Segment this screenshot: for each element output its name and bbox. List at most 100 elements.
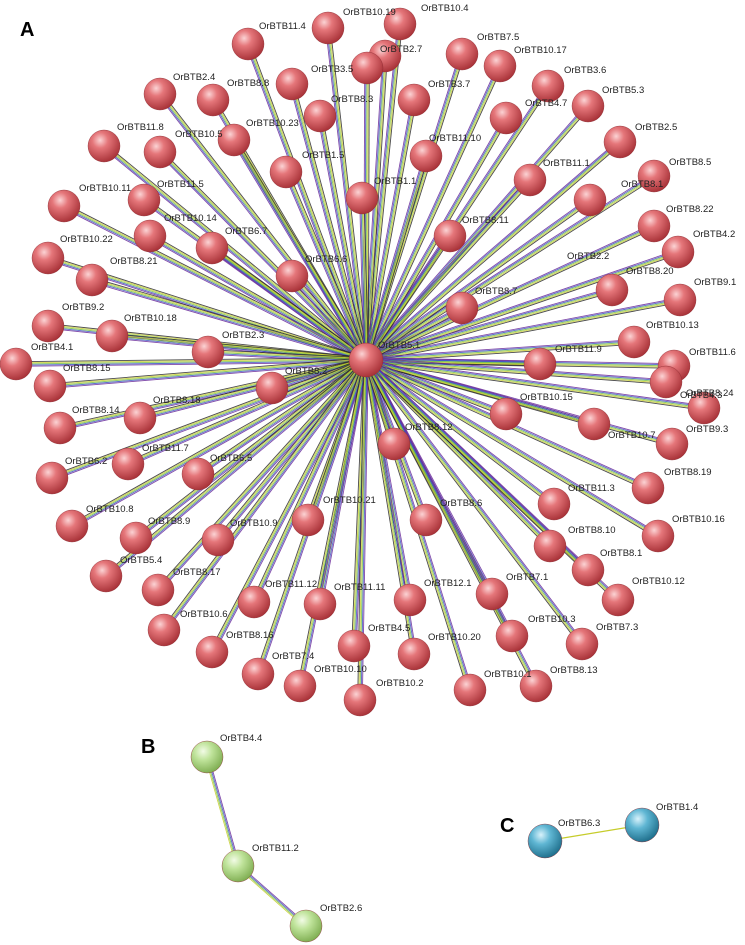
- node-orbtb8-1[interactable]: [571, 553, 605, 587]
- node-orbtb7-5[interactable]: [445, 37, 479, 71]
- node-orbtb10-4[interactable]: [383, 7, 417, 41]
- node-orbtb10-10[interactable]: [283, 669, 317, 703]
- node-orbtb10-15[interactable]: [489, 397, 523, 431]
- node-orbtb11-12[interactable]: [237, 585, 271, 619]
- node-orbtb10-22[interactable]: [31, 241, 65, 275]
- node-orbtb8-16[interactable]: [195, 635, 229, 669]
- edge-orbtb5-1-orbtb1-5: [231, 138, 369, 362]
- node-orbtb5-4[interactable]: [89, 559, 123, 593]
- node-orbtb8-14[interactable]: [43, 411, 77, 445]
- node-orbtb7-4[interactable]: [241, 657, 275, 691]
- node-orbtb8-6[interactable]: [409, 503, 443, 537]
- node-orbtb8-13[interactable]: [519, 669, 553, 703]
- node-orbtb9-1[interactable]: [663, 283, 697, 317]
- node-orbtb10-20[interactable]: [397, 637, 431, 671]
- node-orbtb10-16[interactable]: [641, 519, 675, 553]
- node-orbtb8-9[interactable]: [119, 521, 153, 555]
- node-orbtb6-7[interactable]: [195, 231, 229, 265]
- node-orbtb2-6[interactable]: [289, 909, 323, 943]
- node-orbtb10-13[interactable]: [617, 325, 651, 359]
- edge-orbtb5-1-orbtb10-6: [161, 358, 369, 632]
- node-orbtb8-7[interactable]: [445, 291, 479, 325]
- edge-orbtb5-1-orbtb7-3: [363, 358, 585, 646]
- node-orbtb4-2[interactable]: [661, 235, 695, 269]
- node-orbtb11-8[interactable]: [87, 129, 121, 163]
- node-orbtb6-3[interactable]: [527, 823, 563, 859]
- node-orbtb8-20[interactable]: [595, 273, 629, 307]
- edge-orbtb5-1-orbtb4-2: [365, 249, 679, 363]
- node-orbtb10-23[interactable]: [275, 67, 309, 101]
- node-orbtb4-3[interactable]: [649, 365, 683, 399]
- node-orbtb10-17[interactable]: [483, 49, 517, 83]
- node-orbtb8-11[interactable]: [433, 219, 467, 253]
- node-orbtb8-2[interactable]: [255, 371, 289, 405]
- node-label-orbtb8-22: OrBTB8.22: [666, 204, 714, 215]
- node-orbtb11-3[interactable]: [537, 487, 571, 521]
- node-orbtb10-3[interactable]: [495, 619, 529, 653]
- node-orbtb8-24[interactable]: [687, 391, 721, 425]
- node-orbtb2-4[interactable]: [143, 77, 177, 111]
- node-orbtb4-1[interactable]: [0, 347, 33, 381]
- node-orbtb10-11[interactable]: [47, 189, 81, 223]
- node-orbtb12-1[interactable]: [393, 583, 427, 617]
- node-orbtb11-9[interactable]: [523, 347, 557, 381]
- edge-orbtb5-1-orbtb8-1x: [283, 170, 369, 362]
- node-orbtb3-7[interactable]: [397, 83, 431, 117]
- node-orbtb10-14[interactable]: [133, 219, 167, 253]
- nodes-layer: [0, 7, 721, 943]
- node-orbtb9-3[interactable]: [655, 427, 689, 461]
- node-orbtb3-6[interactable]: [531, 69, 565, 103]
- node-orbtb11-2[interactable]: [221, 849, 255, 883]
- node-orbtb10-12[interactable]: [601, 583, 635, 617]
- node-orbtb4-4[interactable]: [190, 740, 224, 774]
- node-orbtb8-1x[interactable]: [269, 155, 303, 189]
- node-orbtb10-5[interactable]: [143, 135, 177, 169]
- node-orbtb11-4[interactable]: [231, 27, 265, 61]
- node-orbtb11-7[interactable]: [111, 447, 145, 481]
- node-orbtb6-2[interactable]: [35, 461, 69, 495]
- node-orbtb10-7[interactable]: [577, 407, 611, 441]
- node-orbtb10-6[interactable]: [147, 613, 181, 647]
- node-orbtb8-18[interactable]: [123, 401, 157, 435]
- node-orbtb1-5[interactable]: [217, 123, 251, 157]
- node-orbtb3-5[interactable]: [350, 51, 384, 85]
- node-orbtb2-5[interactable]: [603, 125, 637, 159]
- node-orbtb6-6[interactable]: [275, 259, 309, 293]
- node-orbtb4-7[interactable]: [489, 101, 523, 135]
- node-orbtb6-5[interactable]: [181, 457, 215, 491]
- node-orbtb1-1[interactable]: [345, 181, 379, 215]
- node-orbtb8-21[interactable]: [75, 263, 109, 297]
- node-orbtb8-22[interactable]: [637, 209, 671, 243]
- node-orbtb10-19[interactable]: [311, 11, 345, 45]
- node-orbtb10-8[interactable]: [55, 509, 89, 543]
- node-label-orbtb2-6: OrBTB2.6: [320, 903, 362, 914]
- node-orbtb10-2[interactable]: [343, 683, 377, 717]
- node-orbtb7-3[interactable]: [565, 627, 599, 661]
- node-label-orbtb3-6: OrBTB3.6: [564, 65, 606, 76]
- node-orbtb2-2[interactable]: [573, 183, 607, 217]
- node-orbtb8-19[interactable]: [631, 471, 665, 505]
- node-orbtb8-12[interactable]: [377, 427, 411, 461]
- node-orbtb10-21[interactable]: [291, 503, 325, 537]
- node-orbtb8-15[interactable]: [33, 369, 67, 403]
- edge-orbtb5-1-orbtb8-22: [364, 223, 656, 363]
- node-orbtb7-1[interactable]: [475, 577, 509, 611]
- node-orbtb2-3[interactable]: [191, 335, 225, 369]
- node-orbtb10-18[interactable]: [95, 319, 129, 353]
- node-orbtb10-9[interactable]: [201, 523, 235, 557]
- node-orbtb8-10[interactable]: [533, 529, 567, 563]
- node-orbtb5-3[interactable]: [571, 89, 605, 123]
- node-orbtb8-5[interactable]: [637, 159, 671, 193]
- node-orbtb1-4[interactable]: [624, 807, 660, 843]
- node-orbtb11-1[interactable]: [513, 163, 547, 197]
- node-orbtb11-11[interactable]: [303, 587, 337, 621]
- node-orbtb11-10[interactable]: [409, 139, 443, 173]
- node-orbtb8-3[interactable]: [303, 99, 337, 133]
- node-orbtb5-1[interactable]: [348, 342, 384, 378]
- node-orbtb10-1[interactable]: [453, 673, 487, 707]
- node-orbtb4-5[interactable]: [337, 629, 371, 663]
- node-orbtb11-5[interactable]: [127, 183, 161, 217]
- node-orbtb8-17[interactable]: [141, 573, 175, 607]
- node-orbtb9-2[interactable]: [31, 309, 65, 343]
- node-orbtb8-8[interactable]: [196, 83, 230, 117]
